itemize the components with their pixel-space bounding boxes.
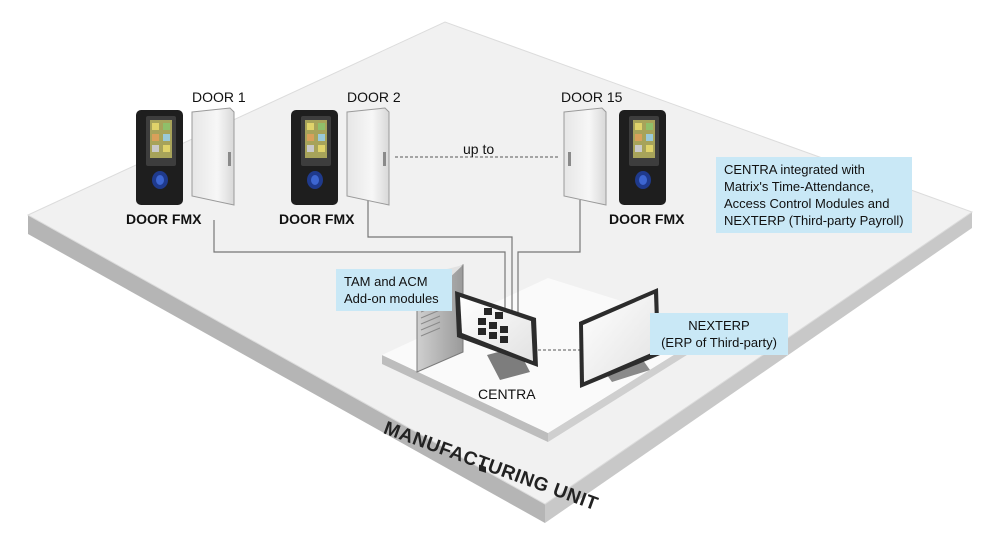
erp-callout-line-1: NEXTERP [688, 318, 750, 333]
door-1-device-label: DOOR FMX [126, 211, 202, 227]
network-lines [213, 156, 581, 351]
door-panel-1 [191, 107, 235, 206]
door-15-label: DOOR 15 [561, 89, 623, 105]
door-1-label: DOOR 1 [192, 89, 246, 105]
door-panel-2 [346, 107, 390, 206]
door-panel-15 [563, 107, 607, 206]
centra-monitor [455, 291, 538, 473]
integration-callout-line-2: Matrix's Time-Attendance, [724, 179, 874, 194]
door-2-label: DOOR 2 [347, 89, 401, 105]
integration-callout-line-1: CENTRA integrated with [724, 162, 865, 177]
fmx-reader-15 [619, 110, 666, 205]
integration-callout: CENTRA integrated with Matrix's Time-Att… [716, 157, 912, 233]
modules-callout-line-1: TAM and ACM [344, 274, 428, 289]
door-15-group [563, 107, 666, 206]
erp-callout: NEXTERP (ERP of Third-party) [650, 313, 788, 355]
door-1-group [136, 107, 235, 206]
erp-callout-line-2: (ERP of Third-party) [661, 335, 777, 350]
door-2-device-label: DOOR FMX [279, 211, 355, 227]
centra-label: CENTRA [478, 386, 536, 402]
door-15-device-label: DOOR FMX [609, 211, 685, 227]
connector-label: up to [463, 141, 495, 157]
nexterp-monitor [579, 288, 660, 388]
integration-callout-line-3: Access Control Modules and [724, 196, 890, 211]
fmx-reader-1 [136, 110, 183, 205]
fmx-reader-2 [291, 110, 338, 205]
door-2-group [291, 107, 390, 206]
modules-callout: TAM and ACM Add-on modules [336, 269, 452, 311]
modules-callout-line-2: Add-on modules [344, 291, 439, 306]
integration-callout-line-4: NEXTERP (Third-party Payroll) [724, 213, 904, 228]
manufacturing-floor [26, 21, 974, 523]
